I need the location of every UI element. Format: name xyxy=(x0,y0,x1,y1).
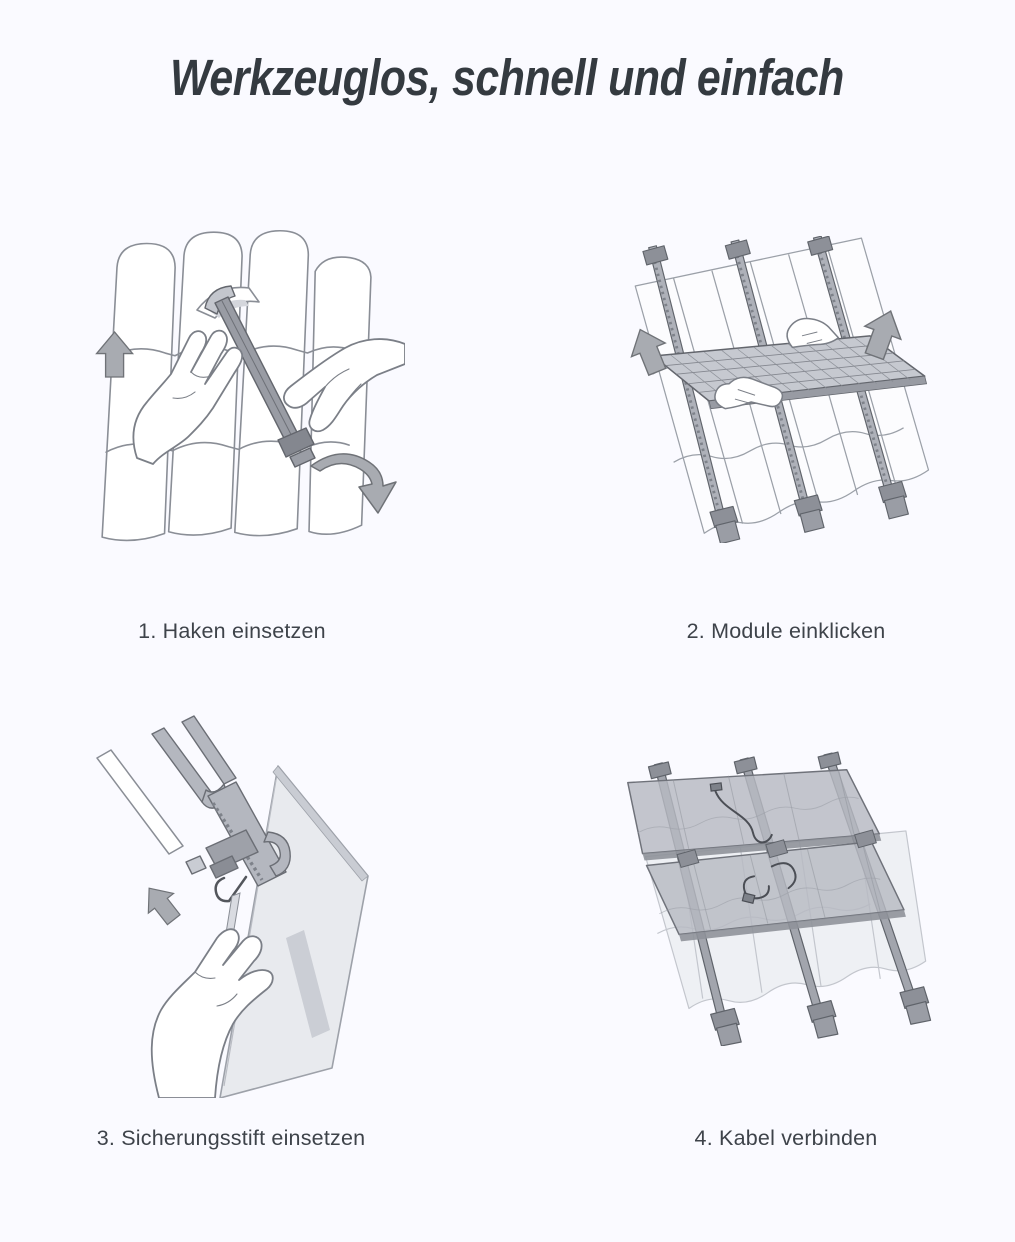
hook-insertion-illustration xyxy=(95,229,405,542)
step-1-figure xyxy=(85,226,405,591)
up-right-arrow-icon xyxy=(135,877,187,931)
step-3-figure xyxy=(95,708,420,1098)
module-row-bottom xyxy=(645,841,906,942)
rotate-arrow-icon xyxy=(310,453,397,514)
page-title-text: Werkzeuglos, schnell und einfach xyxy=(170,49,845,106)
locking-pin-illustration xyxy=(96,715,369,1098)
cable-connection-illustration xyxy=(627,751,932,1046)
step-1-caption: 1. Haken einsetzen xyxy=(138,619,326,643)
page-title: Werkzeuglos, schnell und einfach xyxy=(0,49,1015,106)
module-clamps xyxy=(676,829,877,869)
module-click-in-illustration xyxy=(622,236,930,543)
right-hand xyxy=(283,338,405,433)
hook-bracket xyxy=(151,715,291,887)
bottom-hand xyxy=(714,376,784,410)
hand xyxy=(150,928,274,1098)
module-row-top xyxy=(627,769,882,861)
cables xyxy=(709,782,797,904)
step-4-caption: 4. Kabel verbinden xyxy=(694,1126,878,1150)
top-hand xyxy=(786,317,840,349)
step-2-figure xyxy=(618,236,963,543)
left-hand xyxy=(132,329,244,465)
roof-batten xyxy=(96,749,184,855)
module-pane xyxy=(219,765,369,1098)
step-4-figure xyxy=(612,750,972,1046)
roof-hook xyxy=(204,285,316,468)
step-2-caption: 2. Module einklicken xyxy=(686,619,886,643)
step-3-caption: 3. Sicherungsstift einsetzen xyxy=(96,1126,366,1150)
